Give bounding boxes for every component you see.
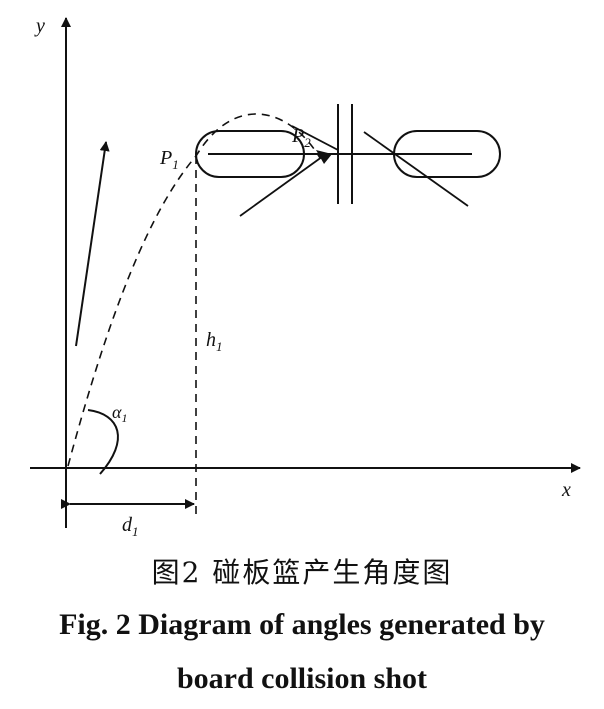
impact-arrowhead <box>316 150 332 164</box>
y-axis-label: y <box>34 15 45 37</box>
angle-diagram: y x α1 h1 d1 P1 P2 <box>30 15 581 539</box>
reflection-line-top <box>291 125 339 151</box>
height-label: h1 <box>206 329 223 354</box>
reflection-line-left <box>239 153 327 217</box>
distance-label: d1 <box>122 514 139 539</box>
caption-english-line1: Fig. 2 Diagram of angles generated by <box>59 608 545 641</box>
ball-trajectory <box>67 113 321 467</box>
angle-label: α1 <box>112 402 127 425</box>
angle-arc <box>87 409 119 475</box>
caption-chinese: 图2 碰板篮产生角度图 <box>151 556 453 589</box>
x-axis-label: x <box>561 479 571 501</box>
point-p1-label: P1 <box>159 147 179 172</box>
point-p2-label: P2 <box>291 125 311 150</box>
launch-direction-arrow <box>75 141 110 347</box>
reflection-line-right <box>363 131 469 207</box>
caption-english-line2: board collision shot <box>176 662 428 695</box>
